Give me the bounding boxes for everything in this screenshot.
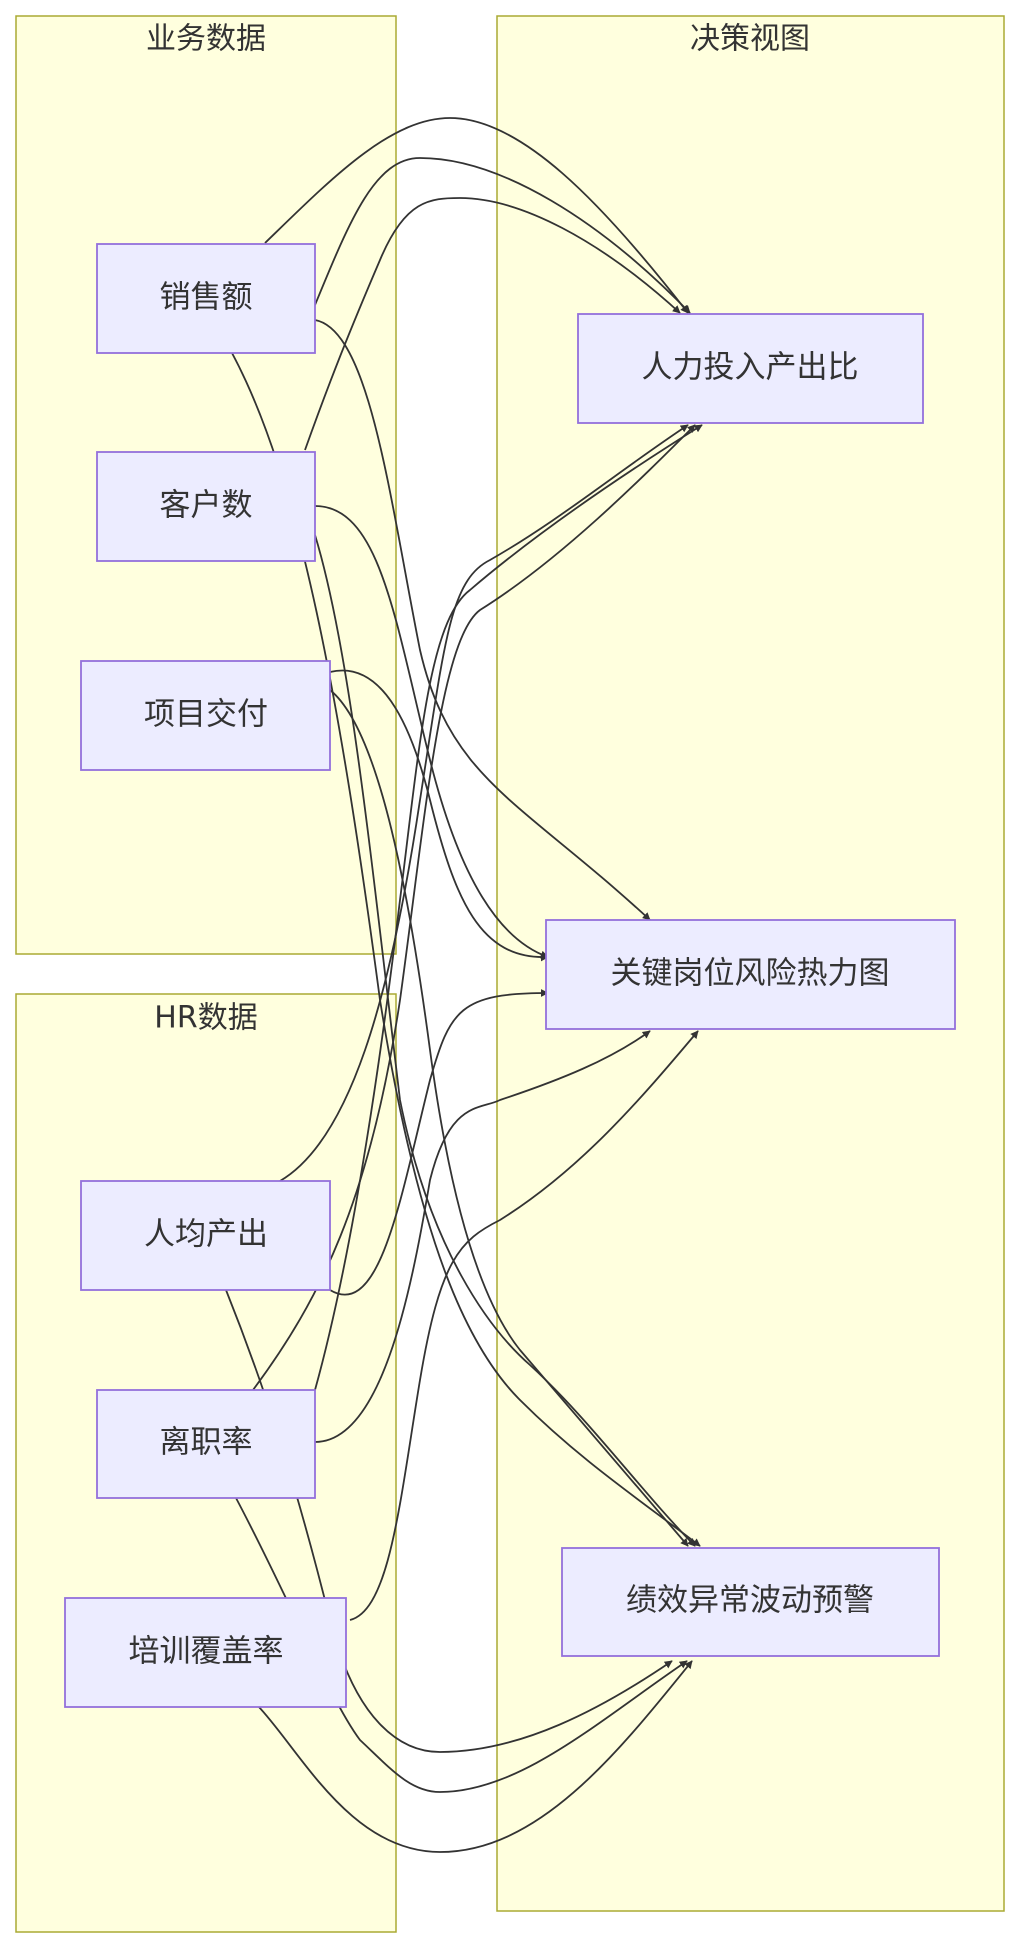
edge-per-capita-to-roi: [279, 424, 689, 1182]
node-per-capita-output-label: 人均产出: [144, 1217, 268, 1253]
edge-delivery-to-alert: [329, 689, 689, 1547]
edge-training-to-alert: [257, 1660, 693, 1853]
cluster-hr-data-label: HR数据: [154, 1001, 257, 1036]
node-hr-roi[interactable]: 人力投入产出比: [577, 313, 924, 424]
node-training-coverage[interactable]: 培训覆盖率: [64, 1597, 347, 1708]
node-performance-alert-label: 绩效异常波动预警: [626, 1583, 874, 1619]
node-sales[interactable]: 销售额: [96, 243, 316, 354]
cluster-business-data-label: 业务数据: [146, 22, 266, 57]
node-project-delivery-label: 项目交付: [144, 697, 268, 733]
edge-delivery-to-heatmap: [329, 669, 549, 962]
edge-sales-to-roi: [264, 117, 689, 314]
node-sales-label: 销售额: [160, 280, 253, 316]
edge-delivery-to-roi: [304, 197, 681, 451]
node-turnover-rate-label: 离职率: [160, 1425, 253, 1461]
node-customers-label: 客户数: [160, 488, 253, 524]
edge-customers-to-alert: [314, 534, 696, 1547]
node-project-delivery[interactable]: 项目交付: [80, 660, 331, 771]
edge-training-to-heatmap: [349, 1030, 699, 1621]
node-customers[interactable]: 客户数: [96, 451, 316, 562]
edge-turnover-to-heatmap: [314, 1030, 651, 1443]
edge-turnover-to-roi: [252, 424, 696, 1391]
edge-sales-to-heatmap: [314, 319, 651, 921]
edges: [225, 117, 703, 1853]
node-turnover-rate[interactable]: 离职率: [96, 1389, 316, 1499]
node-hr-roi-label: 人力投入产出比: [642, 350, 859, 386]
edge-training-to-roi: [314, 424, 703, 1391]
edge-per-capita-to-heatmap: [329, 989, 549, 1296]
edge-customers-to-roi: [314, 157, 691, 314]
cluster-decision-view-label: 决策视图: [690, 22, 810, 57]
node-risk-heatmap-label: 关键岗位风险热力图: [611, 956, 890, 992]
node-per-capita-output[interactable]: 人均产出: [80, 1180, 331, 1291]
node-risk-heatmap[interactable]: 关键岗位风险热力图: [545, 919, 956, 1030]
node-training-coverage-label: 培训覆盖率: [129, 1634, 284, 1670]
node-performance-alert[interactable]: 绩效异常波动预警: [561, 1547, 940, 1657]
